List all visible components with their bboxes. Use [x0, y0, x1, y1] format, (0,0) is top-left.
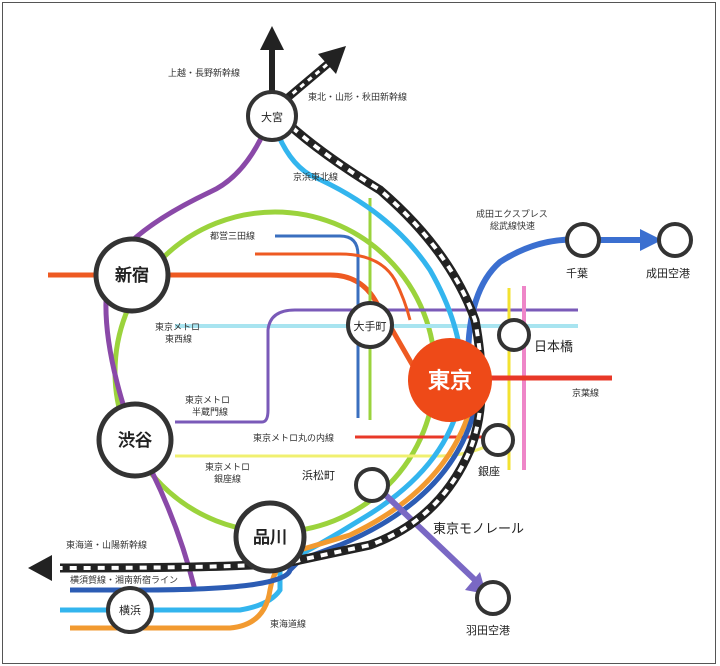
station-shinagawa[interactable]: 品川 — [233, 500, 307, 574]
svg-text:新宿: 新宿 — [115, 265, 149, 286]
hanzomon-line — [175, 308, 578, 424]
label-yokosuka-shonan: 横須賀線・湘南新宿ライン — [70, 574, 178, 586]
station-ginza[interactable]: 銀座 — [478, 423, 515, 478]
label-metro-tozai: 東京メトロ 東西線 — [155, 321, 203, 345]
svg-text:東京: 東京 — [428, 368, 472, 394]
station-tokyo[interactable]: 東京 — [408, 338, 492, 422]
label-metro-marunouchi: 東京メトロ丸の内線 — [253, 432, 334, 444]
station-omiya[interactable]: 大宮 — [246, 90, 298, 142]
svg-text:銀座: 銀座 — [478, 464, 500, 478]
svg-text:渋谷: 渋谷 — [118, 430, 153, 451]
station-nihonbashi[interactable]: 日本橋 — [497, 318, 573, 355]
station-otemachi[interactable]: 大手町 — [346, 301, 394, 349]
monorail-line — [372, 482, 478, 583]
station-narita-airport[interactable]: 成田空港 — [646, 222, 693, 280]
label-mita: 都営三田線 — [210, 230, 255, 242]
label-tokaido: 東海道線 — [270, 618, 306, 630]
narita-arrow — [640, 229, 662, 251]
chuo-line — [48, 272, 423, 380]
label-tokyo-monorail: 東京モノレール — [433, 521, 524, 537]
station-hamamatsucho[interactable]: 浜松町 — [302, 467, 390, 503]
label-metro-hanzomon: 東京メトロ 半蔵門線 — [185, 394, 233, 418]
label-narita-express: 成田エクスプレス 総武線快速 — [476, 208, 551, 232]
svg-text:成田空港: 成田空港 — [646, 266, 690, 280]
station-yokohama[interactable]: 横浜 — [106, 586, 154, 634]
joetsu-arrow-head — [260, 26, 284, 50]
chuo-branch — [255, 252, 412, 321]
svg-text:羽田空港: 羽田空港 — [466, 623, 510, 637]
svg-text:横浜: 横浜 — [119, 603, 141, 617]
svg-text:浜松町: 浜松町 — [302, 468, 335, 482]
tohoku-arrow-head — [318, 46, 346, 74]
svg-text:大宮: 大宮 — [261, 110, 283, 124]
station-haneda-airport[interactable]: 羽田空港 — [466, 580, 511, 637]
svg-text:千葉: 千葉 — [566, 266, 588, 280]
label-tokaido-sanyo: 東海道・山陽新幹線 — [66, 539, 147, 551]
station-shinjuku[interactable]: 新宿 — [93, 236, 171, 314]
station-shibuya[interactable]: 渋谷 — [96, 401, 174, 479]
label-joetsu-nagano: 上越・長野新幹線 — [168, 67, 240, 79]
tohoku-arrow — [282, 58, 333, 104]
svg-text:大手町: 大手町 — [354, 319, 387, 333]
label-keiyo: 京葉線 — [572, 387, 599, 399]
label-tohoku-yamagata-akita: 東北・山形・秋田新幹線 — [308, 91, 407, 103]
svg-text:品川: 品川 — [253, 528, 287, 548]
station-chiba[interactable]: 千葉 — [565, 222, 601, 280]
tokaido-shinkansen-arrow — [28, 555, 52, 581]
svg-text:日本橋: 日本橋 — [534, 340, 573, 355]
label-keihin-tohoku: 京浜東北線 — [293, 171, 338, 183]
label-metro-ginza: 東京メトロ 銀座線 — [205, 461, 253, 485]
